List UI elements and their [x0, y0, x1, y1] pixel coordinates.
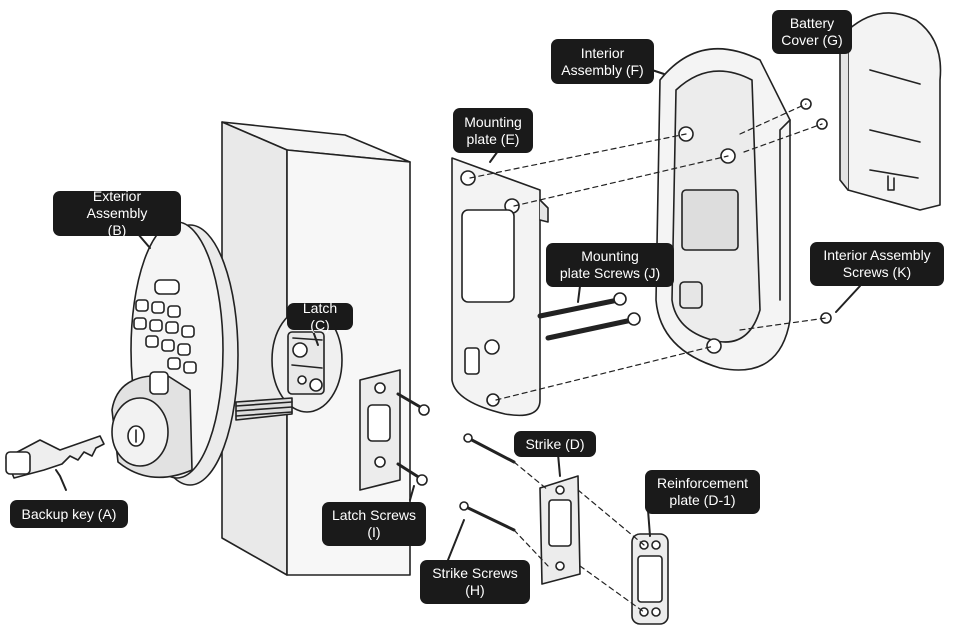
label-backup-key: Backup key (A)	[10, 500, 128, 528]
mounting-plate-screws	[537, 292, 641, 341]
strike-screws	[459, 433, 516, 532]
exterior-assembly	[111, 221, 239, 486]
latch-bolt	[235, 397, 293, 421]
interior-assembly-screws	[800, 98, 832, 324]
latch-screws	[396, 392, 430, 486]
label-interior-assembly-screws: Interior Assembly Screws (K)	[810, 242, 944, 286]
backup-key	[5, 435, 105, 479]
label-strike-screws: Strike Screws (H)	[420, 560, 530, 604]
callout-pointers	[55, 29, 861, 561]
label-strike: Strike (D)	[514, 431, 596, 457]
latch-mechanism	[287, 331, 325, 395]
label-latch-screws: Latch Screws (I)	[322, 502, 426, 546]
latch-faceplate	[359, 369, 401, 491]
reinforcement-plate	[631, 533, 669, 625]
mounting-plate	[451, 157, 549, 417]
label-mounting-plate: Mounting plate (E)	[453, 108, 533, 153]
strike	[539, 475, 581, 585]
label-interior-assembly: Interior Assembly (F)	[551, 39, 654, 84]
battery-cover	[839, 12, 942, 211]
alignment-lines	[469, 103, 827, 613]
label-mounting-plate-screws: Mounting plate Screws (J)	[546, 243, 674, 287]
label-battery-cover: Battery Cover (G)	[772, 10, 852, 54]
label-latch: Latch (C)	[287, 300, 353, 333]
interior-assembly	[655, 48, 791, 371]
label-reinforcement-plate: Reinforcement plate (D-1)	[645, 470, 760, 514]
label-exterior-assembly: Exterior Assembly (B)	[53, 188, 181, 238]
